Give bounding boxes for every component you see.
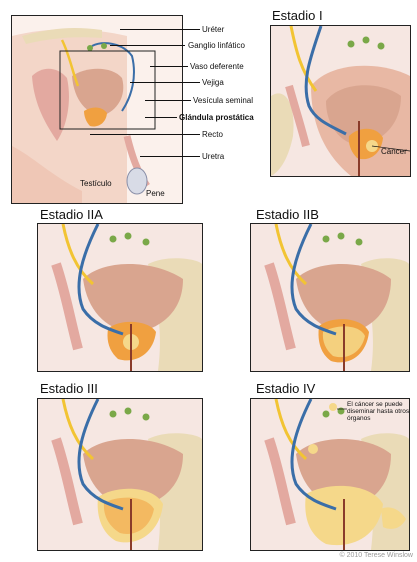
- stage-2b-title: Estadio IIB: [256, 207, 319, 222]
- stage-1-title: Estadio I: [272, 8, 323, 23]
- stage-3-illustration: [38, 399, 202, 550]
- label-lymph-node: Ganglio linfático: [188, 41, 245, 50]
- label-ureter: Uréter: [202, 25, 224, 34]
- lead-vas-deferens: [150, 66, 188, 67]
- label-testicle: Testículo: [80, 179, 112, 188]
- overview-panel: [11, 15, 183, 204]
- stage-3-title: Estadio III: [40, 381, 98, 396]
- lead-urethra: [140, 156, 200, 157]
- copyright-credit: © 2010 Terese Winslow: [339, 552, 413, 559]
- label-cancer: Cáncer: [381, 147, 407, 156]
- stage-4-note: El cáncer se puede diseminar hasta otros…: [347, 401, 410, 422]
- label-vas-deferens: Vaso deferente: [190, 62, 244, 71]
- stage-4-panel: El cáncer se puede diseminar hasta otros…: [250, 398, 410, 551]
- label-penis: Pene: [146, 189, 165, 198]
- lead-prostate: [145, 117, 177, 118]
- lead-seminal-vesicle: [145, 100, 191, 101]
- stage-2a-illustration: [38, 224, 202, 371]
- lead-lymph-node: [110, 45, 185, 46]
- stage-2a-panel: [37, 223, 203, 372]
- stage-2b-panel: [250, 223, 410, 372]
- stage-4-title: Estadio IV: [256, 381, 315, 396]
- label-rectum: Recto: [202, 130, 223, 139]
- label-prostate: Glándula prostática: [179, 113, 254, 122]
- stage-1-panel: Cáncer: [270, 25, 411, 177]
- lead-ureter: [120, 29, 200, 30]
- lead-bladder: [130, 82, 200, 83]
- stage-2b-illustration: [251, 224, 409, 371]
- stage-3-panel: [37, 398, 203, 551]
- label-seminal-vesicle: Vesícula seminal: [193, 96, 253, 105]
- label-urethra: Uretra: [202, 152, 224, 161]
- stage-2a-title: Estadio IIA: [40, 207, 103, 222]
- lead-rectum: [90, 134, 200, 135]
- label-bladder: Vejiga: [202, 78, 224, 87]
